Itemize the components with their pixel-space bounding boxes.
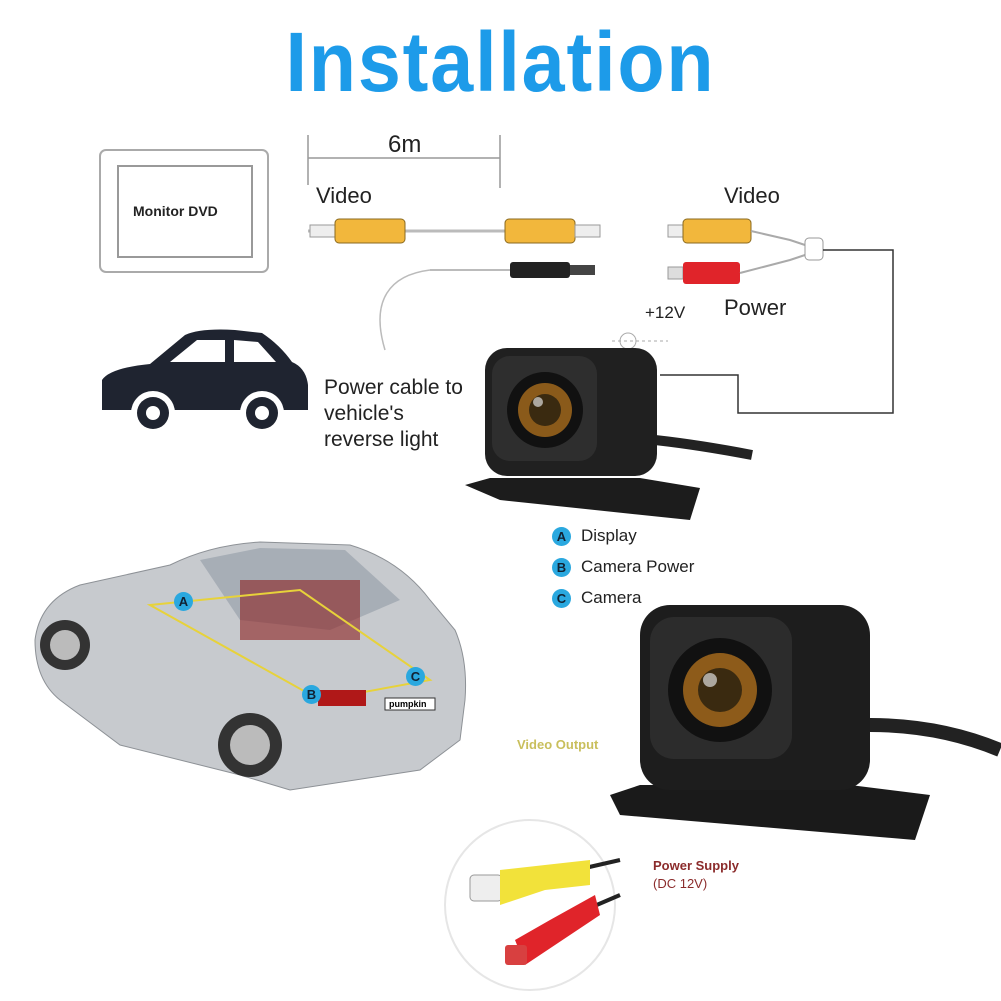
- video-label-right: Video: [724, 183, 780, 208]
- badge-c: C: [552, 588, 571, 608]
- legend-label: Display: [581, 526, 637, 545]
- car-marker-a: A: [174, 592, 193, 611]
- video-output-label: Video Output: [517, 737, 599, 752]
- car-marker-b: B: [302, 685, 321, 704]
- dimension-line: [307, 135, 501, 188]
- video-extension-cable: [308, 218, 601, 351]
- legend-item-camera-power: B Camera Power: [552, 557, 694, 577]
- power-cable-note-line3: reverse light: [324, 428, 439, 451]
- monitor-label: Monitor DVD: [133, 203, 218, 219]
- legend-label: Camera Power: [581, 557, 695, 576]
- voltage-label: +12V: [645, 303, 686, 322]
- legend-item-camera: C Camera: [552, 588, 641, 608]
- car-cutaway-photo: [34, 541, 467, 791]
- power-cable-note-line2: vehicle's: [324, 402, 404, 425]
- video-label-left: Video: [316, 183, 372, 208]
- power-supply-label: Power Supply: [653, 858, 739, 873]
- camera-connectors: [612, 218, 894, 414]
- page-title: Installation: [285, 15, 716, 109]
- monitor-icon: [99, 149, 269, 273]
- power-cable-note-line1: Power cable to: [324, 376, 463, 399]
- badge-b: B: [552, 557, 571, 577]
- power-supply-spec: (DC 12V): [653, 876, 708, 891]
- camera-image-small: [465, 348, 753, 520]
- connector-detail-circle: [444, 819, 621, 991]
- car-marker-c: C: [406, 667, 425, 686]
- camera-image-large: [610, 605, 1001, 840]
- license-plate: pumpkin: [389, 699, 427, 709]
- badge-a: A: [552, 526, 571, 546]
- car-silhouette-icon: [102, 329, 308, 435]
- legend-item-display: A Display: [552, 526, 637, 546]
- legend-label: Camera: [581, 588, 642, 607]
- cable-length-label: 6m: [388, 131, 422, 158]
- power-label: Power: [724, 295, 787, 320]
